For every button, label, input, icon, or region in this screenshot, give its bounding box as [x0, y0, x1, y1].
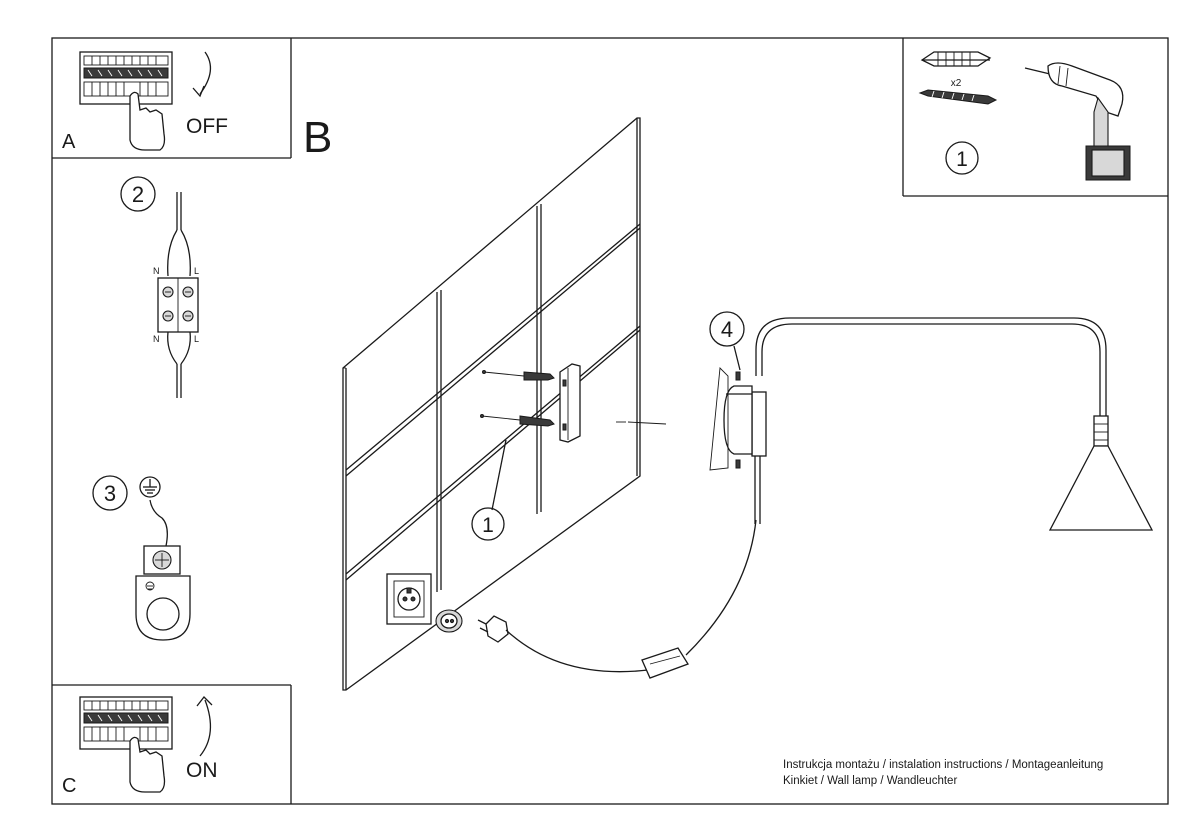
wall-plug-icon — [920, 51, 992, 67]
hand-icon-on — [129, 736, 166, 793]
step-4-number: 4 — [721, 317, 733, 342]
breaker-panel-icon — [79, 51, 173, 105]
step-1-wall-pointer — [491, 439, 507, 511]
step-1-tools-number: 1 — [956, 148, 968, 171]
wall-lamp — [709, 317, 1154, 531]
switch-off-arrow — [199, 51, 212, 95]
step-2-wiring: 2 N L N L — [120, 176, 199, 398]
wall-socket-icon — [386, 573, 432, 625]
lamp-arm-outer — [755, 317, 1107, 416]
plug-icon — [435, 609, 463, 633]
step-1-wall-number: 1 — [482, 514, 494, 537]
hardware-multiplier: x2 — [951, 78, 962, 89]
tools-box: x2 1 — [918, 51, 1131, 181]
hand-icon — [129, 91, 166, 151]
footer-title-line-2: Kinkiet / Wall lamp / Wandleuchter — [783, 775, 957, 787]
outer-frame — [51, 37, 1169, 805]
panel-b-letter: B — [303, 113, 332, 162]
step-3-earth: 3 — [92, 475, 191, 641]
panel-c: C ON — [62, 696, 218, 797]
step-2-badge — [120, 176, 156, 212]
earth-symbol-icon — [139, 476, 161, 498]
panel-a-state: OFF — [186, 115, 228, 138]
inline-switch-icon — [641, 647, 689, 679]
switch-off-arrowhead — [192, 85, 205, 98]
wire-l-top: L — [194, 266, 199, 276]
wall-dowels — [480, 370, 555, 427]
breaker-panel-icon-on — [79, 696, 173, 750]
drill-icon — [1024, 62, 1131, 181]
step-2-number: 2 — [132, 182, 144, 207]
earth-wire — [149, 499, 168, 547]
panel-a-letter: A — [62, 131, 76, 153]
bracket-axis-line — [627, 421, 667, 425]
lamp-shade-icon — [1048, 445, 1154, 531]
step-3-number: 3 — [104, 481, 116, 506]
power-cable-lower — [505, 629, 649, 673]
step-4-badge — [709, 311, 745, 347]
switch-on-arrowhead — [196, 696, 213, 707]
panel-a: A OFF — [62, 51, 228, 153]
step-4-pointer — [733, 345, 741, 371]
footer-title-line-1: Instrukcja montażu / instalation instruc… — [783, 759, 1103, 771]
canopy-arrow-guide — [709, 367, 729, 471]
switch-on-arrow — [199, 699, 212, 757]
wire-n-bottom: N — [153, 334, 160, 344]
panel-c-letter: C — [62, 775, 76, 797]
screw-icon — [918, 89, 998, 105]
wall-tiles — [342, 117, 641, 691]
lamp-mount-icon — [751, 391, 767, 457]
wire-n-top: N — [153, 266, 160, 276]
panel-c-state: ON — [186, 759, 218, 782]
power-cable-upper — [685, 519, 757, 656]
lamp-socket-icon — [1093, 415, 1109, 447]
step-1-wall-badge — [471, 507, 505, 541]
frames — [51, 37, 1169, 805]
lamp-arm-inner — [761, 323, 1101, 416]
plug-head-icon — [477, 615, 509, 643]
step-3-badge — [92, 475, 128, 511]
step-1-tools-badge — [945, 141, 979, 175]
wire-l-bottom: L — [194, 334, 199, 344]
